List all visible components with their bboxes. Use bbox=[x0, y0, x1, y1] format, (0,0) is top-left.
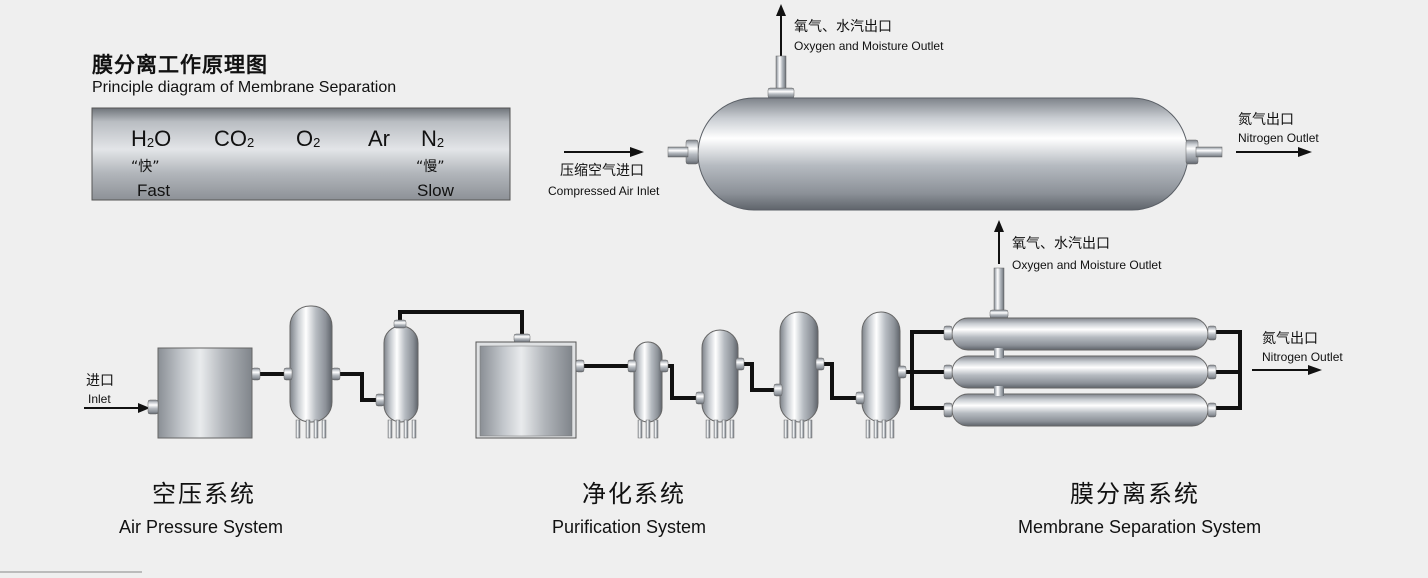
process-inlet-arrowhead bbox=[138, 403, 150, 413]
gas-o2: O2 bbox=[296, 126, 321, 151]
process-nitrogen-en: Nitrogen Outlet bbox=[1262, 350, 1343, 364]
filter-2 bbox=[701, 329, 739, 423]
gas-co2: CO2 bbox=[214, 126, 255, 151]
membrane-oxygen-arrowhead bbox=[994, 220, 1004, 232]
carbon-tower bbox=[861, 311, 901, 423]
principle-title-en: Principle diagram of Membrane Separation bbox=[92, 79, 397, 96]
membrane-module-2 bbox=[951, 355, 1209, 389]
filter-3 bbox=[779, 311, 819, 423]
gas-ar: Ar bbox=[368, 126, 390, 151]
air-pressure-system-en: Air Pressure System bbox=[119, 517, 284, 537]
compressed-air-arrowhead bbox=[630, 147, 644, 157]
detail-inlet-en: Compressed Air Inlet bbox=[548, 184, 660, 198]
filter-1 bbox=[633, 341, 663, 423]
gas-n2: N2 bbox=[421, 126, 445, 151]
slow-label-zh: “慢” bbox=[416, 159, 445, 175]
principle-title-zh: 膜分离工作原理图 bbox=[92, 53, 268, 77]
top-outlet-pipe bbox=[775, 55, 787, 93]
compressor-inlet-flange bbox=[147, 399, 159, 415]
membrane-separation-system-zh: 膜分离系统 bbox=[1070, 480, 1200, 508]
purification-system-en: Purification System bbox=[552, 517, 707, 537]
membrane-module-3 bbox=[951, 393, 1209, 427]
detail-nitrogen-arrowhead bbox=[1298, 147, 1312, 157]
air-compressor bbox=[157, 347, 253, 439]
buffer-tank bbox=[383, 325, 419, 423]
process-inlet-en: Inlet bbox=[88, 392, 111, 406]
membrane-oxygen-pipe bbox=[993, 267, 1005, 317]
membrane-module-1 bbox=[951, 317, 1209, 351]
process-nitrogen-zh: 氮气出口 bbox=[1262, 331, 1318, 347]
detail-outlet-pipe bbox=[1195, 146, 1223, 158]
detail-top-outlet-en: Oxygen and Moisture Outlet bbox=[794, 39, 944, 53]
process-inlet-zh: 进口 bbox=[86, 373, 114, 389]
detail-inlet-zh: 压缩空气进口 bbox=[560, 163, 644, 179]
membrane-module-stack bbox=[943, 317, 1217, 427]
detail-inlet-pipe bbox=[667, 146, 689, 158]
detail-membrane-vessel bbox=[697, 97, 1189, 211]
air-pressure-system-zh: 空压系统 bbox=[152, 480, 256, 508]
gas-h2o: H2O bbox=[131, 126, 172, 151]
membrane-oxygen-outlet-en: Oxygen and Moisture Outlet bbox=[1012, 258, 1162, 272]
purification-system-zh: 净化系统 bbox=[582, 480, 686, 508]
process-nitrogen-arrowhead bbox=[1308, 365, 1322, 375]
detail-nitrogen-zh: 氮气出口 bbox=[1238, 112, 1294, 128]
detail-nitrogen-en: Nitrogen Outlet bbox=[1238, 131, 1319, 145]
top-outlet-flange bbox=[767, 87, 795, 99]
slow-label-en: Slow bbox=[417, 181, 454, 200]
fast-label-zh: “快” bbox=[131, 159, 160, 175]
fast-label-en: Fast bbox=[137, 181, 171, 200]
principle-membrane-box bbox=[91, 107, 511, 201]
top-outlet-arrowhead bbox=[776, 4, 786, 16]
detail-top-outlet-zh: 氧气、水汽出口 bbox=[794, 19, 892, 35]
refrigerated-dryer bbox=[479, 345, 573, 437]
membrane-separation-system-en: Membrane Separation System bbox=[1018, 517, 1262, 537]
air-receiver-tank bbox=[289, 305, 333, 423]
membrane-oxygen-outlet-zh: 氧气、水汽出口 bbox=[1012, 236, 1110, 252]
